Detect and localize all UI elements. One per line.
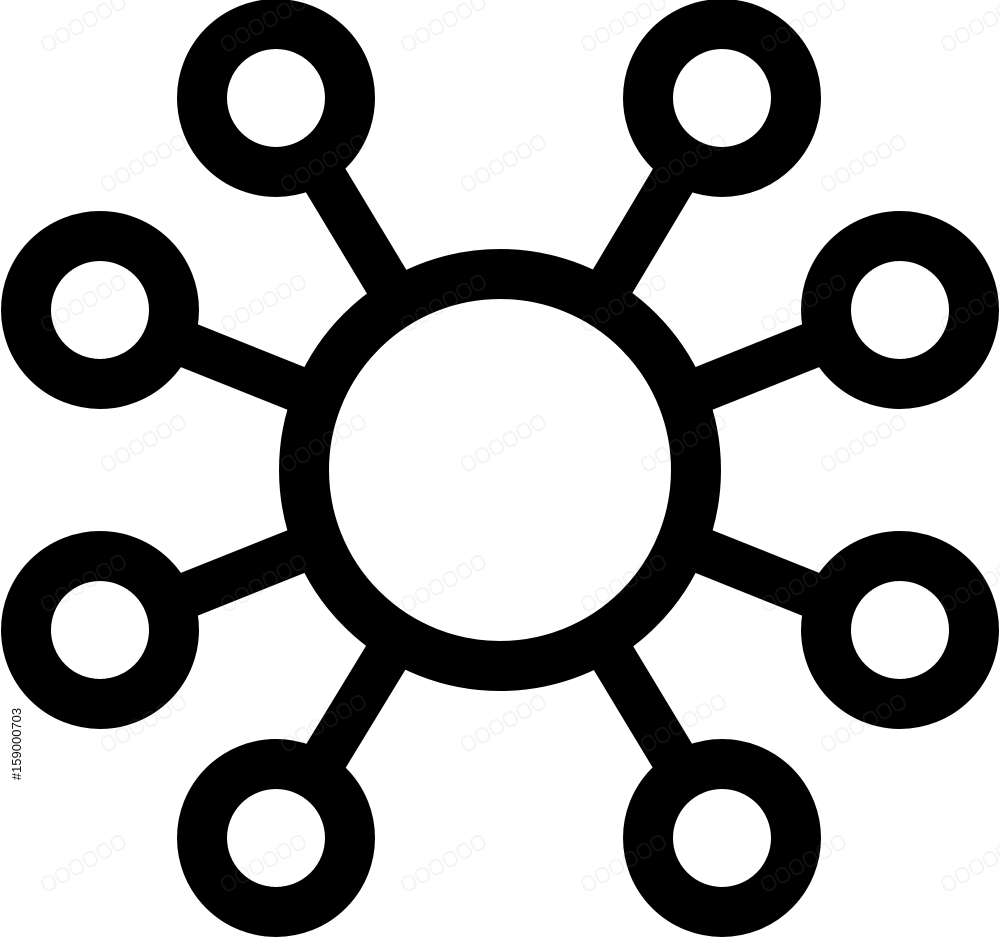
node-circle-4: [801, 211, 999, 409]
node-circle-2: [623, 0, 821, 197]
hub-circle: [279, 249, 721, 691]
node-circle-8: [623, 739, 821, 937]
node-circle-5: [1, 531, 199, 729]
node-circle-1: [177, 0, 375, 197]
node-circle-7: [177, 739, 375, 937]
node-circle-3: [1, 211, 199, 409]
node-circle-6: [801, 531, 999, 729]
stock-image-id: #159000703: [9, 707, 24, 781]
